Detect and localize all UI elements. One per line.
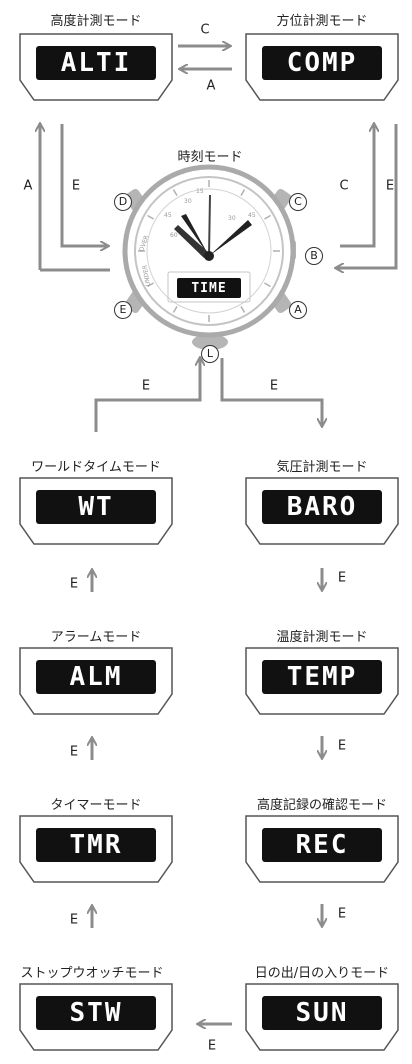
title-wt: ワールドタイムモード — [31, 460, 161, 475]
lcd-tmr-text: TMR — [69, 830, 123, 860]
arrow-label-e-alm-wt: E — [69, 576, 79, 592]
bezel-num-6: 45 — [248, 212, 256, 219]
title-alm: アラームモード — [50, 630, 142, 645]
lcd-wt-text: WT — [78, 492, 114, 522]
watch-button-b: B — [305, 247, 323, 265]
arrow-alti-to-time — [60, 124, 108, 246]
lcd-comp-text: COMP — [286, 48, 358, 78]
lcd-rec: REC — [262, 828, 382, 862]
title-rec: 高度記録の確認モード — [256, 798, 388, 813]
arrow-time-to-baro — [220, 358, 322, 426]
arrow-label-c-top: C — [200, 22, 210, 38]
lcd-comp: COMP — [262, 46, 382, 80]
watch-tick — [147, 214, 154, 220]
arrow-label-e-stw-tmr: E — [69, 912, 79, 928]
arrow-label-e-left: E — [71, 178, 81, 194]
lcd-tmr: TMR — [36, 828, 156, 862]
lcd-wt: WT — [36, 490, 156, 524]
title-sun: 日の出/日の入りモード — [254, 966, 390, 981]
arrow-label-e-bottom-right: E — [269, 378, 279, 394]
watch-button-l: L — [201, 345, 219, 363]
watch-tick — [240, 306, 246, 313]
title-stw: ストップウオッチモード — [20, 966, 164, 981]
bezel-num-2: 30 — [184, 198, 192, 205]
title-time: 時刻モード — [177, 150, 243, 165]
watch-tick — [264, 214, 271, 220]
watch-tick — [240, 189, 246, 196]
arrow-label-e-bottom-left: E — [141, 378, 151, 394]
bezel-num-4: 60 — [170, 232, 178, 239]
lcd-alti-text: ALTI — [60, 48, 132, 78]
arrow-label-e-temp-rec: E — [337, 738, 347, 754]
watch-button-a: A — [289, 301, 307, 319]
arrow-time-to-comp — [340, 124, 374, 248]
title-temp: 温度計測モード — [276, 630, 368, 645]
watch-tick — [264, 282, 271, 288]
watch-button-e: E — [114, 301, 132, 319]
lcd-alti: ALTI — [36, 46, 156, 80]
bezel-num-3: 15 — [196, 188, 204, 195]
lcd-stw-text: STW — [69, 998, 123, 1028]
title-alti: 高度計測モード — [50, 14, 142, 29]
lcd-alm-text: ALM — [69, 662, 123, 692]
title-baro: 気圧計測モード — [276, 460, 368, 475]
arrow-label-a-top: A — [206, 78, 216, 94]
bezel-num-5: 30 — [228, 215, 236, 222]
title-tmr: タイマーモード — [50, 798, 142, 813]
arrow-label-e-baro-temp: E — [337, 570, 347, 586]
title-comp: 方位計測モード — [276, 14, 368, 29]
lcd-temp-text: TEMP — [286, 662, 358, 692]
watch-tick — [147, 282, 154, 288]
lcd-rec-text: REC — [295, 830, 349, 860]
watch-illustration — [122, 164, 296, 350]
arrow-label-e-right: E — [385, 178, 395, 194]
arrow-label-c-right: C — [339, 178, 349, 194]
lcd-temp: TEMP — [262, 660, 382, 694]
watch-button-d: D — [114, 193, 132, 211]
lcd-sun: SUN — [262, 996, 382, 1030]
lcd-sun-text: SUN — [295, 998, 349, 1028]
lcd-baro: BARO — [262, 490, 382, 524]
arrow-label-e-tmr-alm: E — [69, 744, 79, 760]
lcd-alm: ALM — [36, 660, 156, 694]
arrow-label-e-rec-sun: E — [337, 906, 347, 922]
arrow-label-e-sun-stw: E — [207, 1038, 217, 1054]
arrow-wt-to-time — [94, 358, 200, 432]
arrow-label-a-left: A — [23, 178, 33, 194]
watch-button-c: C — [289, 193, 307, 211]
bezel-num-1: 45 — [164, 212, 172, 219]
watch-display-text: TIME — [191, 280, 227, 296]
lcd-baro-text: BARO — [286, 492, 358, 522]
arrow-comp-to-time — [336, 124, 398, 268]
lcd-stw: STW — [36, 996, 156, 1030]
watch-tick — [172, 306, 178, 313]
watch-tick — [172, 189, 178, 196]
